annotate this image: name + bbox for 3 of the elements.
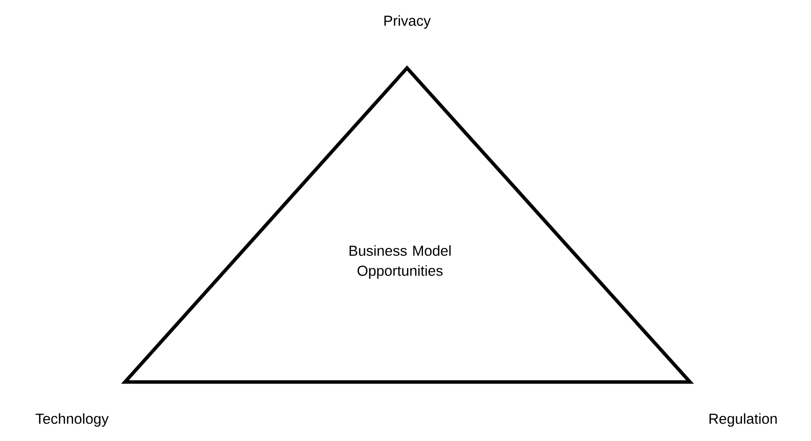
- vertex-label: Technology: [36, 413, 109, 427]
- vertex-label: Regulation: [710, 413, 777, 427]
- vertex-label: Privacy: [384, 15, 431, 29]
